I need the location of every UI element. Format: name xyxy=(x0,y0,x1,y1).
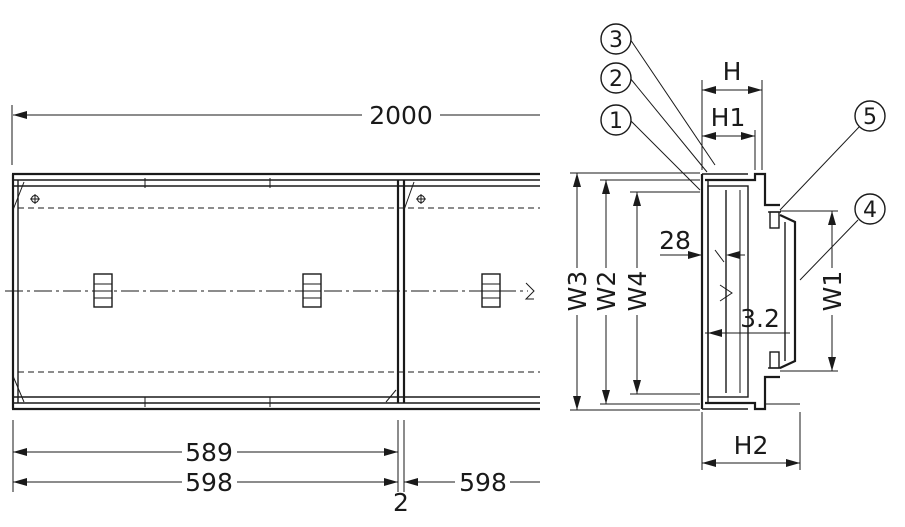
clip-slot xyxy=(93,273,113,308)
dim-2-label: 2 xyxy=(393,488,409,517)
plan-view xyxy=(5,172,540,411)
dim-small: 28 3.2 xyxy=(659,226,790,337)
dim-bottom: 589 598 598 2 xyxy=(12,420,540,517)
dim-2000: 2000 xyxy=(11,101,540,165)
dim-W4-label: W4 xyxy=(623,271,652,312)
callout-2: 2 xyxy=(600,62,632,94)
callout-3: 3 xyxy=(600,23,632,55)
corner-mark-tl xyxy=(12,181,25,211)
corner-mark-tm xyxy=(403,181,415,211)
grate-body xyxy=(707,185,749,398)
svg-text:3: 3 xyxy=(609,28,623,53)
screw-hole-icon xyxy=(30,194,40,204)
notch-lead xyxy=(714,249,725,263)
dim-2000-label: 2000 xyxy=(369,101,433,130)
corner-mark-bl xyxy=(12,375,25,403)
svg-text:1: 1 xyxy=(609,109,623,134)
dim-28-label: 28 xyxy=(659,226,691,255)
dim-H1-label: H1 xyxy=(711,103,746,132)
dim-32-label: 3.2 xyxy=(740,304,780,333)
v-notch xyxy=(719,284,733,302)
corner-mark-bm xyxy=(385,389,397,403)
svg-text:5: 5 xyxy=(863,105,877,130)
bolt-icon xyxy=(768,351,781,369)
svg-text:2: 2 xyxy=(609,67,623,92)
dim-589-label: 589 xyxy=(185,438,233,467)
dim-W1-label: W1 xyxy=(818,271,847,312)
callout-4: 4 xyxy=(854,193,886,225)
callout-5: 5 xyxy=(854,100,886,132)
dim-W3-label: W3 xyxy=(563,271,592,312)
clip-slot xyxy=(302,273,322,308)
dim-W2-label: W2 xyxy=(592,271,621,312)
svg-text:4: 4 xyxy=(863,198,877,223)
dim-W: W3 W2 W4 W1 xyxy=(563,172,847,411)
dim-H-label: H xyxy=(723,57,742,86)
break-mark xyxy=(524,282,535,300)
frame-bottom-profile xyxy=(705,375,780,411)
screw-hole-icon xyxy=(416,194,426,204)
section-view xyxy=(700,172,838,411)
channel-body xyxy=(779,214,797,369)
callouts: 3 2 1 5 4 xyxy=(600,23,886,281)
dim-598-left-label: 598 xyxy=(185,468,233,497)
dim-598-right-label: 598 xyxy=(459,468,507,497)
frame-top-profile xyxy=(705,172,780,207)
dim-H: H H1 H2 xyxy=(701,57,801,470)
callout-1: 1 xyxy=(600,104,632,136)
dim-H2-label: H2 xyxy=(734,431,769,460)
clip-slot xyxy=(481,273,501,308)
bolt-icon xyxy=(768,211,781,229)
